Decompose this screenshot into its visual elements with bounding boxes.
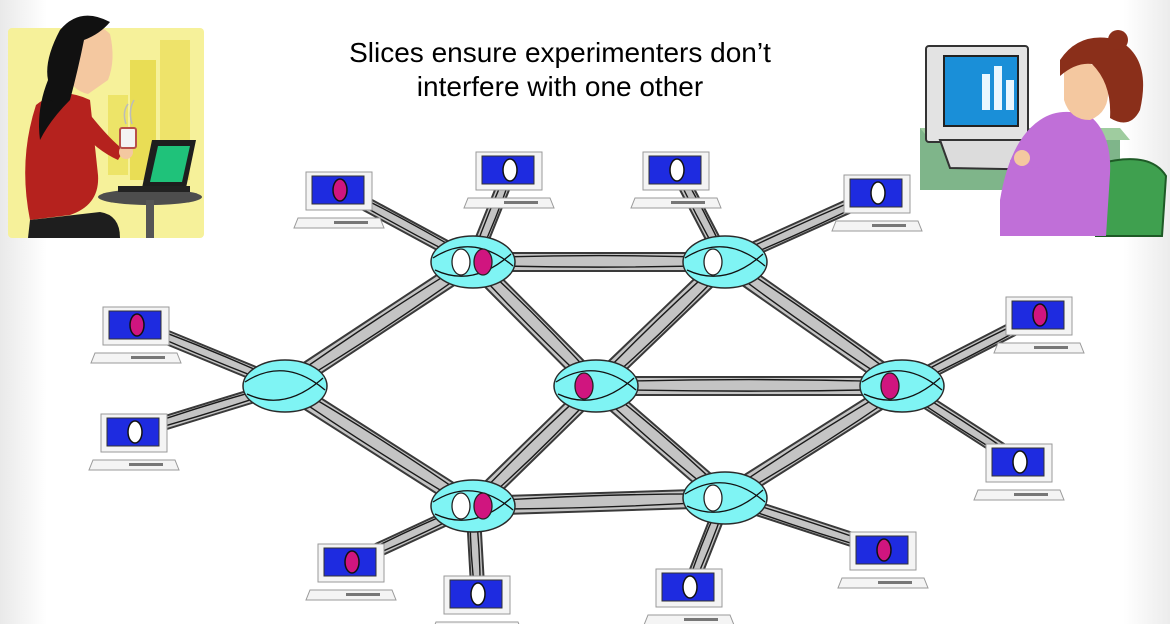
slice-marker-magenta [344, 550, 360, 574]
experimenter-desktop-illustration [920, 30, 1168, 237]
slice-marker-white [703, 484, 723, 512]
slice-marker-white [127, 420, 143, 444]
slice-marker-white [703, 248, 723, 276]
slice-marker-white [870, 181, 886, 205]
trunk-link-AC [277, 254, 481, 394]
slice-marker-white [1012, 450, 1028, 474]
host-computer-4 [831, 174, 923, 232]
host-computer-12 [837, 531, 929, 589]
switch-nodes [242, 235, 945, 533]
trunk-link-CF [277, 378, 481, 514]
host-computer-2 [463, 151, 555, 209]
slide-title: Slices ensure experimenters don’t interf… [250, 36, 870, 104]
slice-marker-magenta [332, 178, 348, 202]
title-line-1: Slices ensure experimenters don’t [349, 37, 771, 68]
host-computer-1 [293, 171, 385, 229]
slice-marker-white [669, 158, 685, 182]
slice-marker-white [451, 492, 471, 520]
switch-node-B [682, 235, 768, 289]
host-computer-11 [643, 568, 735, 624]
slice-marker-magenta [574, 372, 594, 400]
title-line-2: interfere with one other [416, 71, 704, 102]
switch-node-C [242, 359, 328, 413]
slice-marker-magenta [129, 313, 145, 337]
switch-node-F [430, 479, 516, 533]
slice-marker-magenta [1032, 303, 1048, 327]
slice-marker-magenta [473, 248, 493, 276]
slice-marker-white [470, 582, 486, 606]
host-computer-7 [88, 413, 180, 471]
slice-marker-white [451, 248, 471, 276]
host-computer-5 [90, 306, 182, 364]
host-computer-6 [993, 296, 1085, 354]
slice-marker-magenta [880, 372, 900, 400]
experimenter-laptop-illustration [8, 15, 204, 238]
switch-node-G [682, 471, 768, 525]
trunk-link-BE [717, 254, 910, 394]
switch-node-D [553, 359, 639, 413]
host-computers [88, 151, 1085, 624]
slice-marker-white [682, 575, 698, 599]
host-computer-10 [434, 575, 520, 624]
slice-marker-white [502, 158, 518, 182]
switch-node-E [859, 359, 945, 413]
switch-node-A [430, 235, 516, 289]
slice-marker-magenta [473, 492, 493, 520]
host-computer-9 [305, 543, 397, 601]
host-computer-3 [630, 151, 722, 209]
host-computer-8 [973, 443, 1065, 501]
slice-marker-magenta [876, 538, 892, 562]
